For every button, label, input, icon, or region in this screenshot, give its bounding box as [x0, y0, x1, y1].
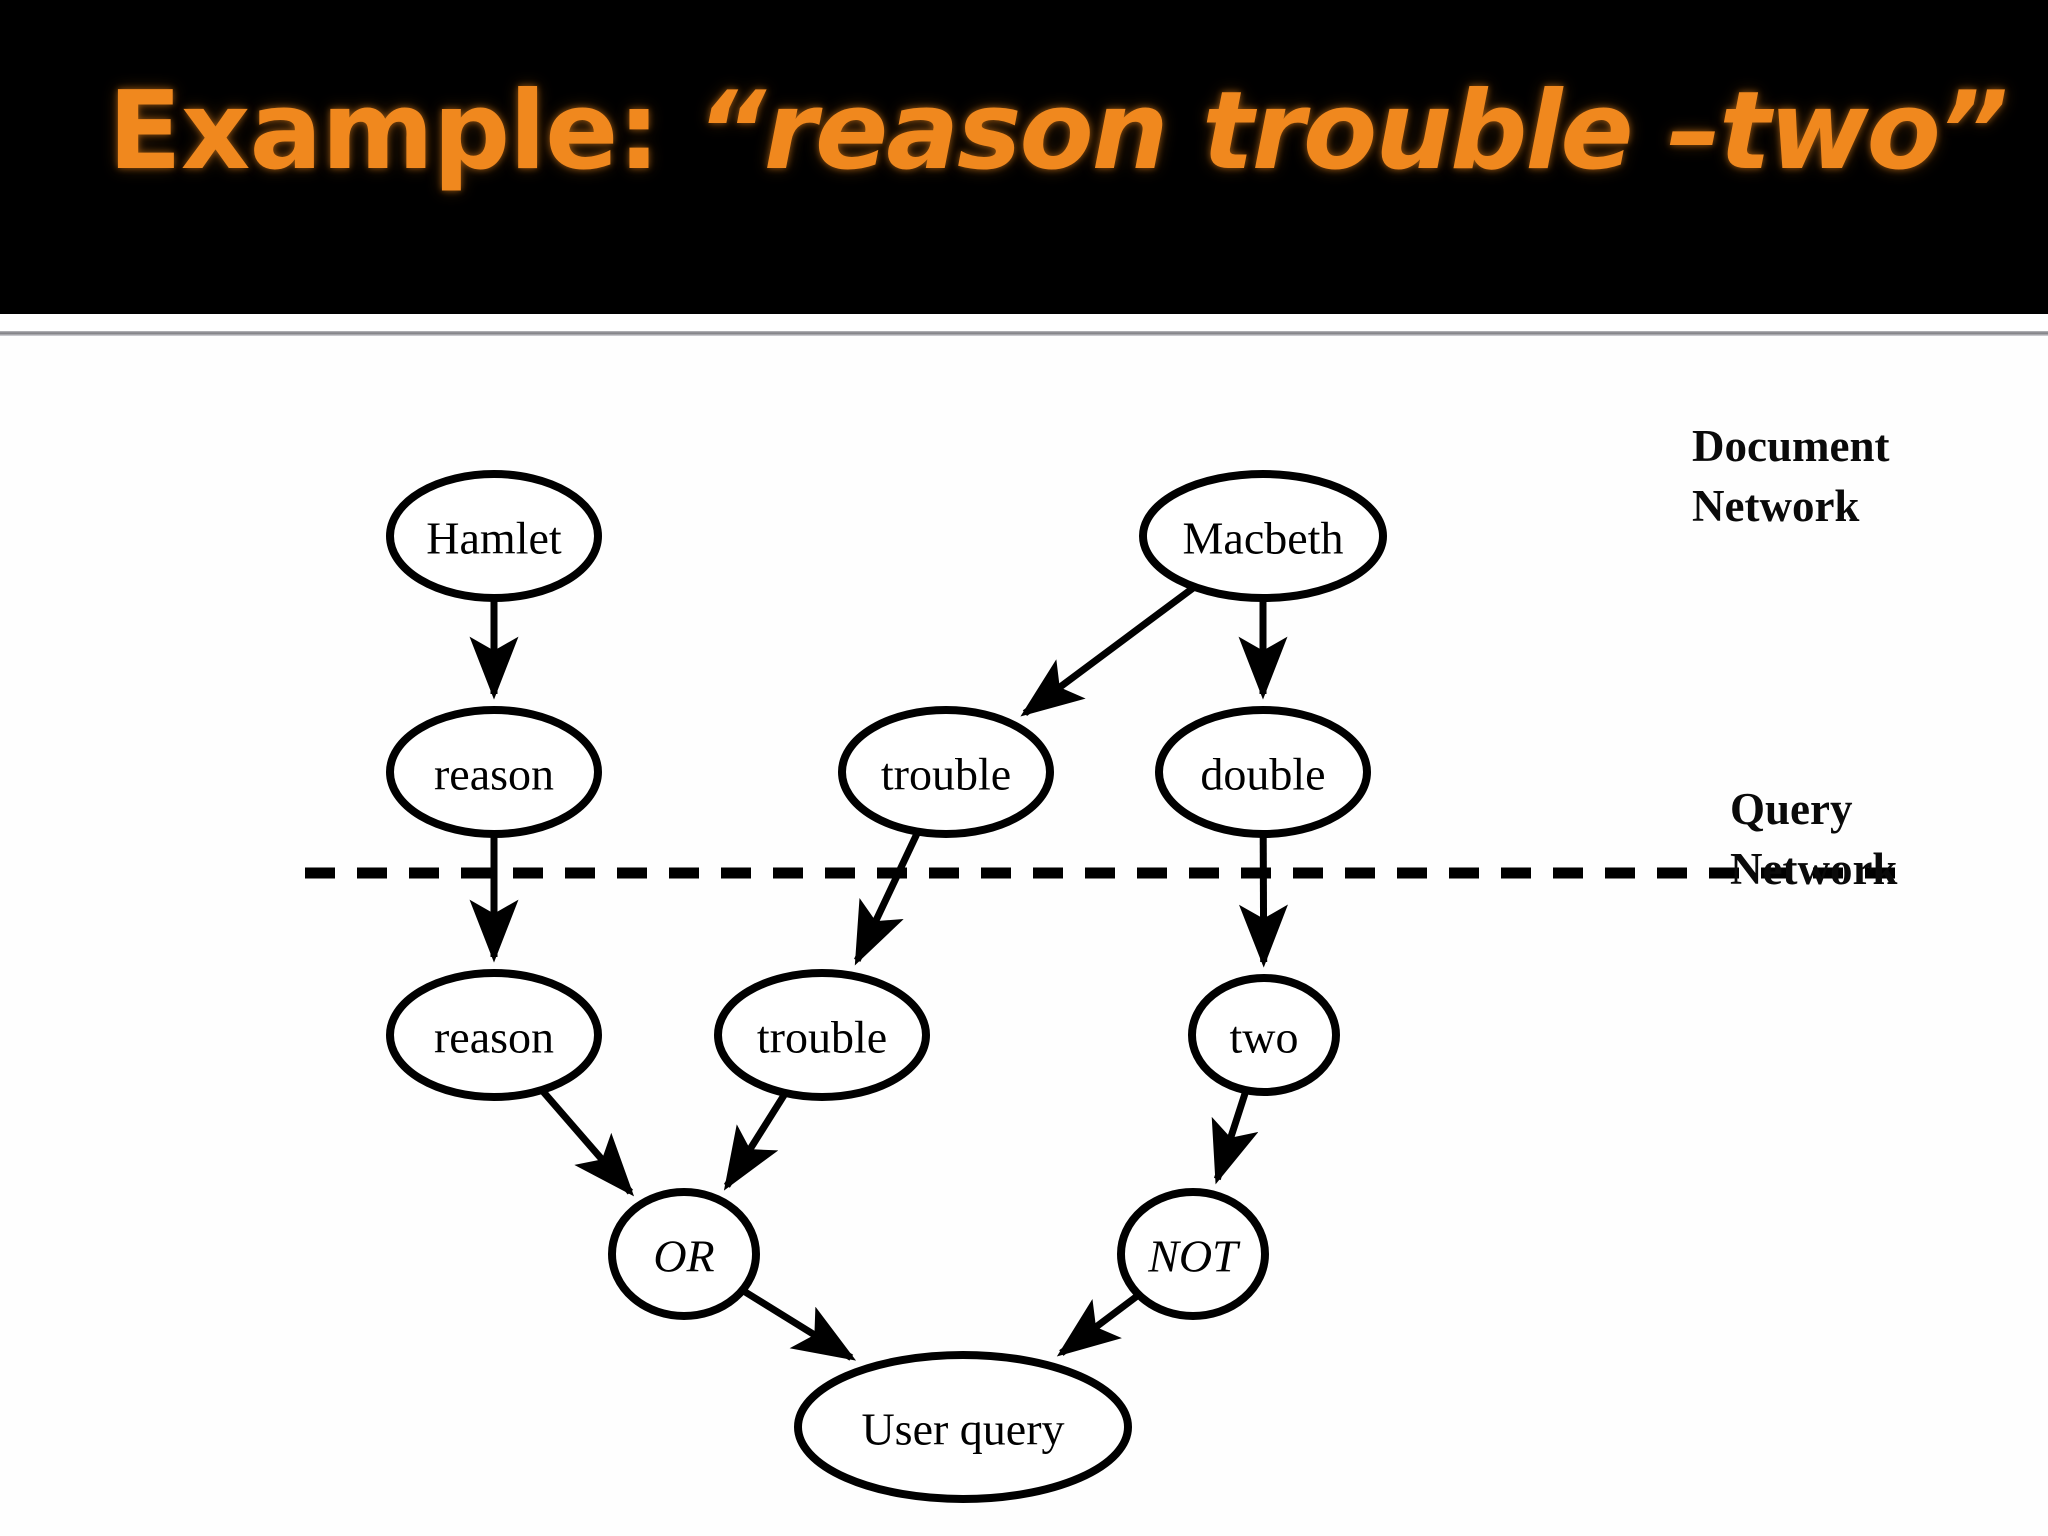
edge-qry-reason-to-op-or: [540, 1089, 635, 1197]
node-shape-macbeth: [1139, 470, 1387, 602]
node-shape-doc-double: [1155, 706, 1371, 838]
document-network-label-line1: Document: [1692, 421, 1889, 471]
node-label-hamlet: Hamlet: [426, 513, 562, 564]
node-qry-reason[interactable]: reason: [386, 969, 602, 1101]
title-band-rule: [0, 331, 2048, 336]
node-label-doc-reason: reason: [434, 749, 554, 800]
diagram-nodes: Hamlet Macbeth reason trouble double reason tr…: [386, 470, 1387, 1503]
diagram-canvas: Hamlet Macbeth reason trouble double reason tr…: [0, 336, 2048, 1536]
node-label-macbeth: Macbeth: [1183, 513, 1344, 564]
node-label-doc-double: double: [1200, 749, 1325, 800]
title-band: Example: “reason trouble –two”: [0, 0, 2048, 314]
node-shape-hamlet: [386, 470, 602, 602]
node-user-query[interactable]: User query: [794, 1351, 1132, 1503]
edge-doc-double-to-qry-two: [1238, 835, 1288, 968]
node-label-qry-two: two: [1230, 1012, 1299, 1063]
document-network-label-line2: Network: [1692, 481, 1859, 531]
node-shape-op-or: [608, 1188, 760, 1320]
diagram-edges: [469, 585, 1288, 1361]
title-quoted: “reason trouble –two”: [696, 69, 2008, 194]
node-label-user-query: User query: [861, 1404, 1064, 1455]
node-label-op-or: OR: [653, 1231, 714, 1282]
node-shape-doc-trouble: [838, 706, 1054, 838]
edge-qry-trouble-to-op-or: [723, 1092, 788, 1191]
node-label-qry-trouble: trouble: [757, 1012, 887, 1063]
node-macbeth[interactable]: Macbeth: [1139, 470, 1387, 602]
edge-macbeth-to-doc-trouble: [1020, 585, 1195, 717]
edge-doc-trouble-to-qry-trouble: [854, 832, 921, 966]
node-label-qry-reason: reason: [434, 1012, 554, 1063]
node-doc-trouble[interactable]: trouble: [838, 706, 1054, 838]
node-shape-qry-reason: [386, 969, 602, 1101]
node-shape-qry-two: [1188, 974, 1340, 1096]
node-doc-double[interactable]: double: [1155, 706, 1371, 838]
node-op-not[interactable]: NOT: [1117, 1188, 1269, 1320]
query-network-label-line1: Query: [1730, 784, 1853, 834]
node-qry-two[interactable]: two: [1188, 974, 1340, 1096]
query-network-label: Query Network: [1730, 784, 1897, 894]
node-label-op-not: NOT: [1147, 1231, 1241, 1282]
node-shape-op-not: [1117, 1188, 1269, 1320]
title-band-gap: [0, 314, 2048, 331]
node-hamlet[interactable]: Hamlet: [386, 470, 602, 602]
node-shape-user-query: [794, 1351, 1132, 1503]
document-network-label: Document Network: [1692, 421, 1889, 531]
edge-op-not-to-user-query: [1056, 1293, 1140, 1357]
node-qry-trouble[interactable]: trouble: [714, 969, 930, 1101]
title-lead: Example:: [108, 69, 697, 194]
node-shape-doc-reason: [386, 706, 602, 838]
query-network-label-line2: Network: [1730, 844, 1897, 894]
edge-qry-two-to-op-not: [1211, 1091, 1259, 1185]
node-op-or[interactable]: OR: [608, 1188, 760, 1320]
inference-network-diagram: Hamlet Macbeth reason trouble double reason tr…: [305, 421, 1914, 1503]
page-title: Example: “reason trouble –two”: [108, 78, 2008, 186]
node-label-doc-trouble: trouble: [881, 749, 1011, 800]
node-shape-qry-trouble: [714, 969, 930, 1101]
edge-op-or-to-user-query: [742, 1288, 857, 1361]
node-doc-reason[interactable]: reason: [386, 706, 602, 838]
